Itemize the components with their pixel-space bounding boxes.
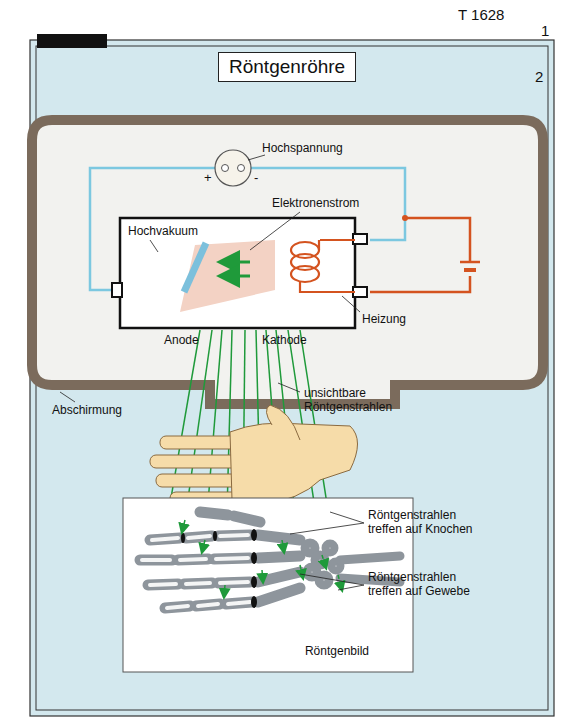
- image-panel: Röntgenbild: [123, 498, 413, 672]
- ray-label: unsichtbare Röntgenstrahlen: [304, 386, 414, 414]
- sheet-index: 2: [535, 68, 543, 85]
- part-label: Anode: [164, 333, 199, 347]
- part-label: Elektronenstrom: [272, 196, 359, 210]
- polarity-sign: +: [204, 171, 212, 185]
- panel-caption: Röntgenbild: [305, 644, 369, 658]
- callout-label: Röntgenstrahlen treffen auf Knochen: [368, 508, 488, 536]
- sheet-number: T 1628: [458, 6, 504, 23]
- part-label: Hochspannung: [262, 141, 343, 155]
- part-label: Kathode: [262, 333, 307, 347]
- polarity-sign: -: [254, 171, 258, 185]
- callout-label: Röntgenstrahlen treffen auf Gewebe: [368, 570, 488, 598]
- part-label: Abschirmung: [52, 403, 122, 417]
- part-label: Heizung: [362, 312, 406, 326]
- sheet-index: 1: [541, 22, 549, 39]
- part-label: Hochvakuum: [128, 224, 198, 238]
- title-box: Röntgenröhre: [218, 52, 356, 82]
